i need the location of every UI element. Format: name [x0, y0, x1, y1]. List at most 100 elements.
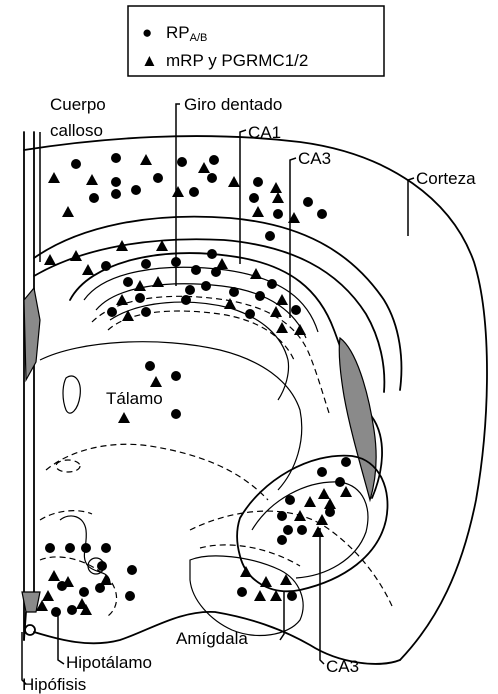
rp-ab-marker [291, 305, 301, 315]
mrp-pgrmc-marker [280, 574, 292, 585]
rp-ab-marker [141, 259, 151, 269]
legend: ● RPA/B ▲ mRP y PGRMC1/2 [128, 6, 384, 76]
mrp-pgrmc-marker [118, 412, 130, 423]
thalamus-oval [63, 376, 80, 413]
rp-ab-marker [185, 285, 195, 295]
leader-ca1 [240, 130, 246, 264]
leader-ca3-bottom [320, 528, 324, 664]
rp-ab-marker [297, 525, 307, 535]
mrp-pgrmc-marker [152, 276, 164, 287]
midline [24, 132, 34, 640]
rp-ab-marker [45, 543, 55, 553]
rp-ab-marker [335, 477, 345, 487]
rp-ab-marker [171, 371, 181, 381]
rp-ab-marker [111, 177, 121, 187]
mrp-pgrmc-marker [62, 206, 74, 217]
rp-ab-marker [81, 543, 91, 553]
rp-ab-marker [135, 293, 145, 303]
legend-triangle-icon: ▲ [141, 51, 158, 70]
leader-corteza [408, 178, 414, 236]
rp-ab-marker [177, 157, 187, 167]
rp-ab-marker [267, 279, 277, 289]
label-amigdala: Amígdala [176, 629, 248, 648]
rp-ab-marker [255, 291, 265, 301]
rp-ab-marker [229, 287, 239, 297]
pituitary-circle [25, 625, 35, 635]
mrp-pgrmc-marker [272, 192, 284, 203]
mrp-pgrmc-marker [134, 280, 146, 291]
dentate-curve [110, 302, 289, 400]
mrp-pgrmc-marker [316, 514, 328, 525]
rp-ab-marker [127, 565, 137, 575]
rp-ab-marker [71, 159, 81, 169]
label-ca3-bottom: CA3 [326, 657, 359, 676]
rp-ab-marker [97, 561, 107, 571]
rp-ab-marker [207, 249, 217, 259]
mrp-pgrmc-marker [294, 324, 306, 335]
rp-ab-marker [123, 277, 133, 287]
corpus-callosum-inner [34, 239, 384, 392]
mrp-pgrmc-marker [44, 254, 56, 265]
mrp-pgrmc-marker [294, 510, 306, 521]
mrp-pgrmc-marker [340, 486, 352, 497]
rp-ab-marker [191, 265, 201, 275]
hippocampus-outer [70, 253, 382, 498]
legend-circle-icon: ● [142, 23, 152, 42]
left-ventricle [24, 288, 40, 380]
rp-ab-marker [211, 267, 221, 277]
rp-ab-marker [181, 295, 191, 305]
mrp-pgrmc-marker [304, 496, 316, 507]
rp-ab-marker [249, 193, 259, 203]
rp-ab-marker [317, 209, 327, 219]
rp-ab-marker [189, 187, 199, 197]
thalamus-dashed [46, 444, 268, 500]
rp-ab-marker [265, 231, 275, 241]
mrp-pgrmc-marker [116, 294, 128, 305]
rp-ab-marker [283, 525, 293, 535]
rp-ab-marker [209, 155, 219, 165]
hypothalamus-dashed-2 [40, 511, 92, 520]
rp-ab-marker [95, 583, 105, 593]
mrp-pgrmc-marker [312, 526, 324, 537]
mrp-pgrmc-marker [224, 298, 236, 309]
label-ca1: CA1 [248, 123, 281, 142]
rp-ab-marker [277, 511, 287, 521]
rp-ab-marker [285, 495, 295, 505]
rp-ab-marker [145, 361, 155, 371]
legend-circle-sub: A/B [190, 32, 208, 44]
rp-ab-marker [245, 309, 255, 319]
mrp-pgrmc-marker [276, 294, 288, 305]
label-cuerpo-calloso-1: Cuerpo [50, 95, 106, 114]
mrp-pgrmc-marker [270, 182, 282, 193]
rp-ab-marker [57, 581, 67, 591]
rp-ab-marker [341, 457, 351, 467]
rp-ab-marker [111, 153, 121, 163]
rp-ab-marker [141, 307, 151, 317]
mrp-pgrmc-marker [86, 174, 98, 185]
mrp-pgrmc-marker [140, 154, 152, 165]
right-ventricle [339, 338, 376, 500]
rp-ab-marker [131, 185, 141, 195]
rp-ab-marker [89, 193, 99, 203]
rp-ab-marker [125, 591, 135, 601]
mrp-pgrmc-marker [198, 162, 210, 173]
rp-ab-marker [201, 281, 211, 291]
rp-ab-marker [287, 591, 297, 601]
rp-ab-marker [153, 173, 163, 183]
rp-ab-marker [65, 543, 75, 553]
rp-ab-marker [101, 261, 111, 271]
rp-ab-marker [273, 209, 283, 219]
rp-ab-marker [79, 587, 89, 597]
mrp-pgrmc-marker [82, 264, 94, 275]
label-corteza: Corteza [416, 169, 476, 188]
receptor-markers [36, 153, 352, 617]
rp-ab-marker [171, 409, 181, 419]
mrp-pgrmc-marker [250, 268, 262, 279]
mrp-pgrmc-marker [318, 488, 330, 499]
label-hipofisis: Hipófisis [22, 675, 86, 694]
rp-ab-marker [325, 507, 335, 517]
mrp-pgrmc-marker [122, 310, 134, 321]
rp-ab-marker [253, 177, 263, 187]
small-oval-1 [56, 460, 80, 472]
